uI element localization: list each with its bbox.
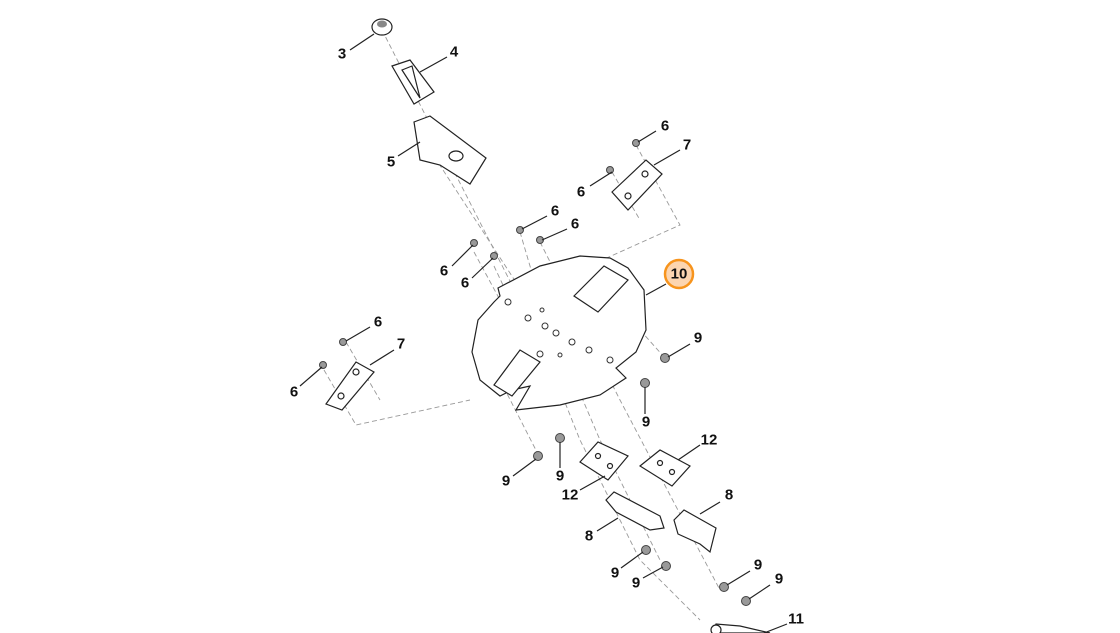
callout-9[interactable]: 9 — [775, 571, 783, 588]
callout-9[interactable]: 9 — [694, 330, 702, 347]
callout-10-selected[interactable]: 10 — [671, 266, 688, 283]
part-8-bracket-right[interactable] — [673, 509, 717, 554]
callouts: 3 4 5 6 7 6 6 6 6 6 10 6 7 6 9 9 9 9 12 … — [290, 44, 804, 628]
part-5-bracket[interactable] — [413, 115, 487, 185]
part-7-plate-left[interactable] — [325, 361, 375, 411]
callout-9[interactable]: 9 — [754, 557, 762, 574]
nuts — [533, 353, 751, 606]
screws — [319, 139, 640, 369]
callout-7[interactable]: 7 — [683, 137, 691, 154]
callout-6[interactable]: 6 — [661, 118, 669, 135]
callout-6[interactable]: 6 — [571, 216, 579, 233]
part-3-bushing[interactable] — [371, 18, 393, 36]
callout-4[interactable]: 4 — [450, 44, 459, 61]
callout-highlight — [663, 258, 695, 290]
part-10-plate[interactable] — [471, 255, 647, 411]
callout-9[interactable]: 9 — [502, 473, 510, 490]
callout-6[interactable]: 6 — [374, 314, 382, 331]
callout-6[interactable]: 6 — [440, 263, 448, 280]
callout-6[interactable]: 6 — [461, 275, 469, 292]
part-8-bracket-left[interactable] — [605, 491, 665, 531]
callout-6[interactable]: 6 — [551, 203, 559, 220]
callout-8[interactable]: 8 — [585, 528, 593, 545]
callout-9[interactable]: 9 — [611, 565, 619, 582]
callout-9[interactable]: 9 — [632, 575, 640, 592]
callout-12[interactable]: 12 — [562, 487, 579, 504]
callout-9[interactable]: 9 — [642, 414, 650, 431]
callout-6[interactable]: 6 — [290, 384, 298, 401]
callout-12[interactable]: 12 — [701, 432, 718, 449]
part-7-plate-upper[interactable] — [611, 159, 663, 211]
leader-lines — [299, 33, 788, 633]
part-12-plate-right[interactable] — [638, 449, 691, 487]
callout-11[interactable]: 11 — [788, 611, 804, 628]
callout-9[interactable]: 9 — [556, 468, 564, 485]
callout-5[interactable]: 5 — [387, 154, 395, 171]
part-4-holder[interactable] — [391, 59, 435, 105]
callout-6[interactable]: 6 — [577, 184, 585, 201]
callout-7[interactable]: 7 — [397, 336, 405, 353]
callout-8[interactable]: 8 — [725, 487, 733, 504]
part-11-bracket[interactable] — [710, 623, 771, 633]
callout-3[interactable]: 3 — [338, 46, 346, 63]
part-12-plate-left[interactable] — [579, 441, 629, 481]
